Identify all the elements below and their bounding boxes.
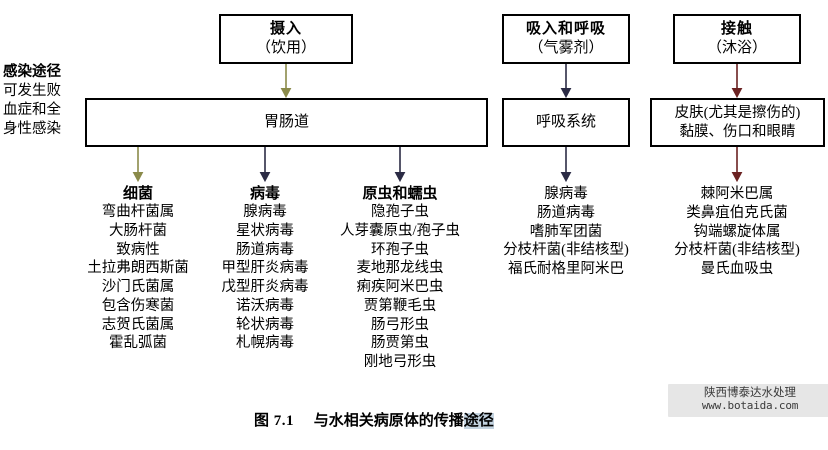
list-item: 致病性 — [116, 241, 160, 258]
column-header-protozoa-helminths: 原虫和蠕虫 — [362, 186, 438, 202]
list-item: 霍乱弧菌 — [109, 335, 167, 352]
list-item: 沙门氏菌属 — [101, 279, 175, 296]
column-list-respiratory-agents: 腺病毒肠道病毒嗜肺军团菌分枝杆菌(非结核型) 福氏耐格里阿米巴 — [503, 185, 629, 279]
figure-caption-number: 图 7.1 — [254, 413, 295, 429]
side-label-line-4: 身性感染 — [3, 121, 61, 138]
side-label-line-3: 血症和全 — [3, 102, 61, 119]
column-header-viruses: 病毒 — [249, 186, 281, 202]
list-item: 分枝杆菌(非结核型) — [503, 242, 629, 259]
target-skin-line-2: 黏膜、伤口和眼睛 — [679, 123, 796, 140]
route-box-ingestion[interactable]: 摄入 （饮用） — [219, 14, 353, 64]
list-item: 肠道病毒 — [536, 204, 595, 221]
column-list-contact-agents: 棘阿米巴属类鼻疽伯克氏菌钩端螺旋体属分枝杆菌(非结核型) 曼氏血吸虫 — [674, 185, 800, 279]
list-item: 轮状病毒 — [236, 316, 294, 333]
list-item: 钩端螺旋体属 — [693, 223, 781, 240]
route-ingestion-title: 摄入 — [269, 21, 302, 38]
route-contact-title: 接触 — [720, 21, 753, 38]
infection-route-label: 感染途径 可发生败 血症和全 身性感染 — [3, 63, 61, 140]
list-item: 札幌病毒 — [236, 335, 294, 352]
list-item: 肠道病毒 — [236, 241, 294, 258]
column-list-viruses: 腺病毒星状病毒肠道病毒甲型肝炎病毒戊型肝炎病毒诺沃病毒轮状病毒札幌病毒 — [222, 203, 309, 353]
route-box-inhalation[interactable]: 吸入和呼吸 （气雾剂） — [502, 14, 630, 64]
list-item: 福氏耐格里阿米巴 — [507, 261, 624, 278]
column-list-bacteria: 弯曲杆菌属大肠杆菌致病性土拉弗朗西斯菌沙门氏菌属包含伤寒菌志贺氏菌属霍乱弧菌 — [87, 203, 189, 353]
list-item: 诺沃病毒 — [236, 297, 294, 314]
list-item: 星状病毒 — [236, 222, 294, 239]
list-item: 人芽囊原虫/孢子虫 — [339, 222, 461, 239]
list-item: 肠贾第虫 — [371, 335, 429, 352]
target-box-skin[interactable]: 皮肤(尤其是擦伤的) 黏膜、伤口和眼睛 — [650, 98, 825, 147]
list-item: 甲型肝炎病毒 — [221, 260, 309, 277]
column-list-protozoa-helminths: 隐孢子虫人芽囊原虫/孢子虫环孢子虫麦地那龙线虫痢疾阿米巴虫贾第鞭毛虫肠弓形虫肠贾… — [340, 203, 460, 372]
target-skin-line-1: 皮肤(尤其是擦伤的) — [674, 105, 801, 122]
target-respiratory-label: 呼吸系统 — [535, 114, 596, 131]
route-contact-subtitle: （沐浴） — [706, 40, 767, 56]
list-item: 大肠杆菌 — [109, 222, 167, 239]
target-gastrointestinal-label: 胃肠道 — [263, 114, 309, 131]
list-item: 腺病毒 — [544, 186, 588, 202]
figure-caption-selected-text: 途径 — [463, 413, 494, 429]
route-ingestion-subtitle: （饮用） — [255, 40, 316, 56]
target-box-gastrointestinal[interactable]: 胃肠道 — [85, 98, 488, 147]
route-box-contact[interactable]: 接触 （沐浴） — [673, 14, 801, 64]
figure-caption-text: 与水相关病原体的传播 — [313, 413, 464, 429]
list-item: 环孢子虫 — [371, 241, 429, 258]
list-item: 志贺氏菌属 — [101, 316, 175, 333]
list-item: 弯曲杆菌属 — [101, 204, 175, 220]
watermark: 陕西博泰达水处理 www.botaida.com — [668, 384, 828, 417]
list-item: 包含伤寒菌 — [101, 297, 175, 314]
list-item: 棘阿米巴属 — [700, 186, 774, 202]
target-box-respiratory[interactable]: 呼吸系统 — [502, 98, 630, 147]
list-item: 贾第鞭毛虫 — [363, 297, 437, 314]
list-item: 刚地弓形虫 — [363, 354, 437, 371]
list-item: 肠弓形虫 — [371, 316, 429, 333]
list-item: 嗜肺军团菌 — [529, 223, 603, 240]
route-inhalation-subtitle: （气雾剂） — [528, 40, 604, 56]
list-item: 分枝杆菌(非结核型) — [674, 242, 800, 259]
list-item: 隐孢子虫 — [371, 204, 429, 220]
watermark-line-1: 陕西博泰达水处理 — [704, 387, 796, 399]
watermark-line-2: www.botaida.com — [701, 399, 799, 413]
route-inhalation-title: 吸入和呼吸 — [525, 21, 606, 38]
list-item: 曼氏血吸虫 — [700, 261, 774, 278]
list-item: 土拉弗朗西斯菌 — [87, 260, 189, 277]
figure-caption: 图 7.1 与水相关病原体的传播途径 — [254, 409, 494, 430]
column-header-bacteria: 细菌 — [122, 186, 154, 202]
list-item: 痢疾阿米巴虫 — [356, 279, 444, 296]
list-item: 类鼻疽伯克氏菌 — [686, 204, 788, 221]
list-item: 麦地那龙线虫 — [356, 260, 444, 277]
side-label-line-1: 感染途径 — [3, 64, 61, 80]
list-item: 腺病毒 — [243, 204, 287, 220]
side-label-line-2: 可发生败 — [3, 83, 61, 100]
list-item: 戊型肝炎病毒 — [221, 279, 309, 296]
